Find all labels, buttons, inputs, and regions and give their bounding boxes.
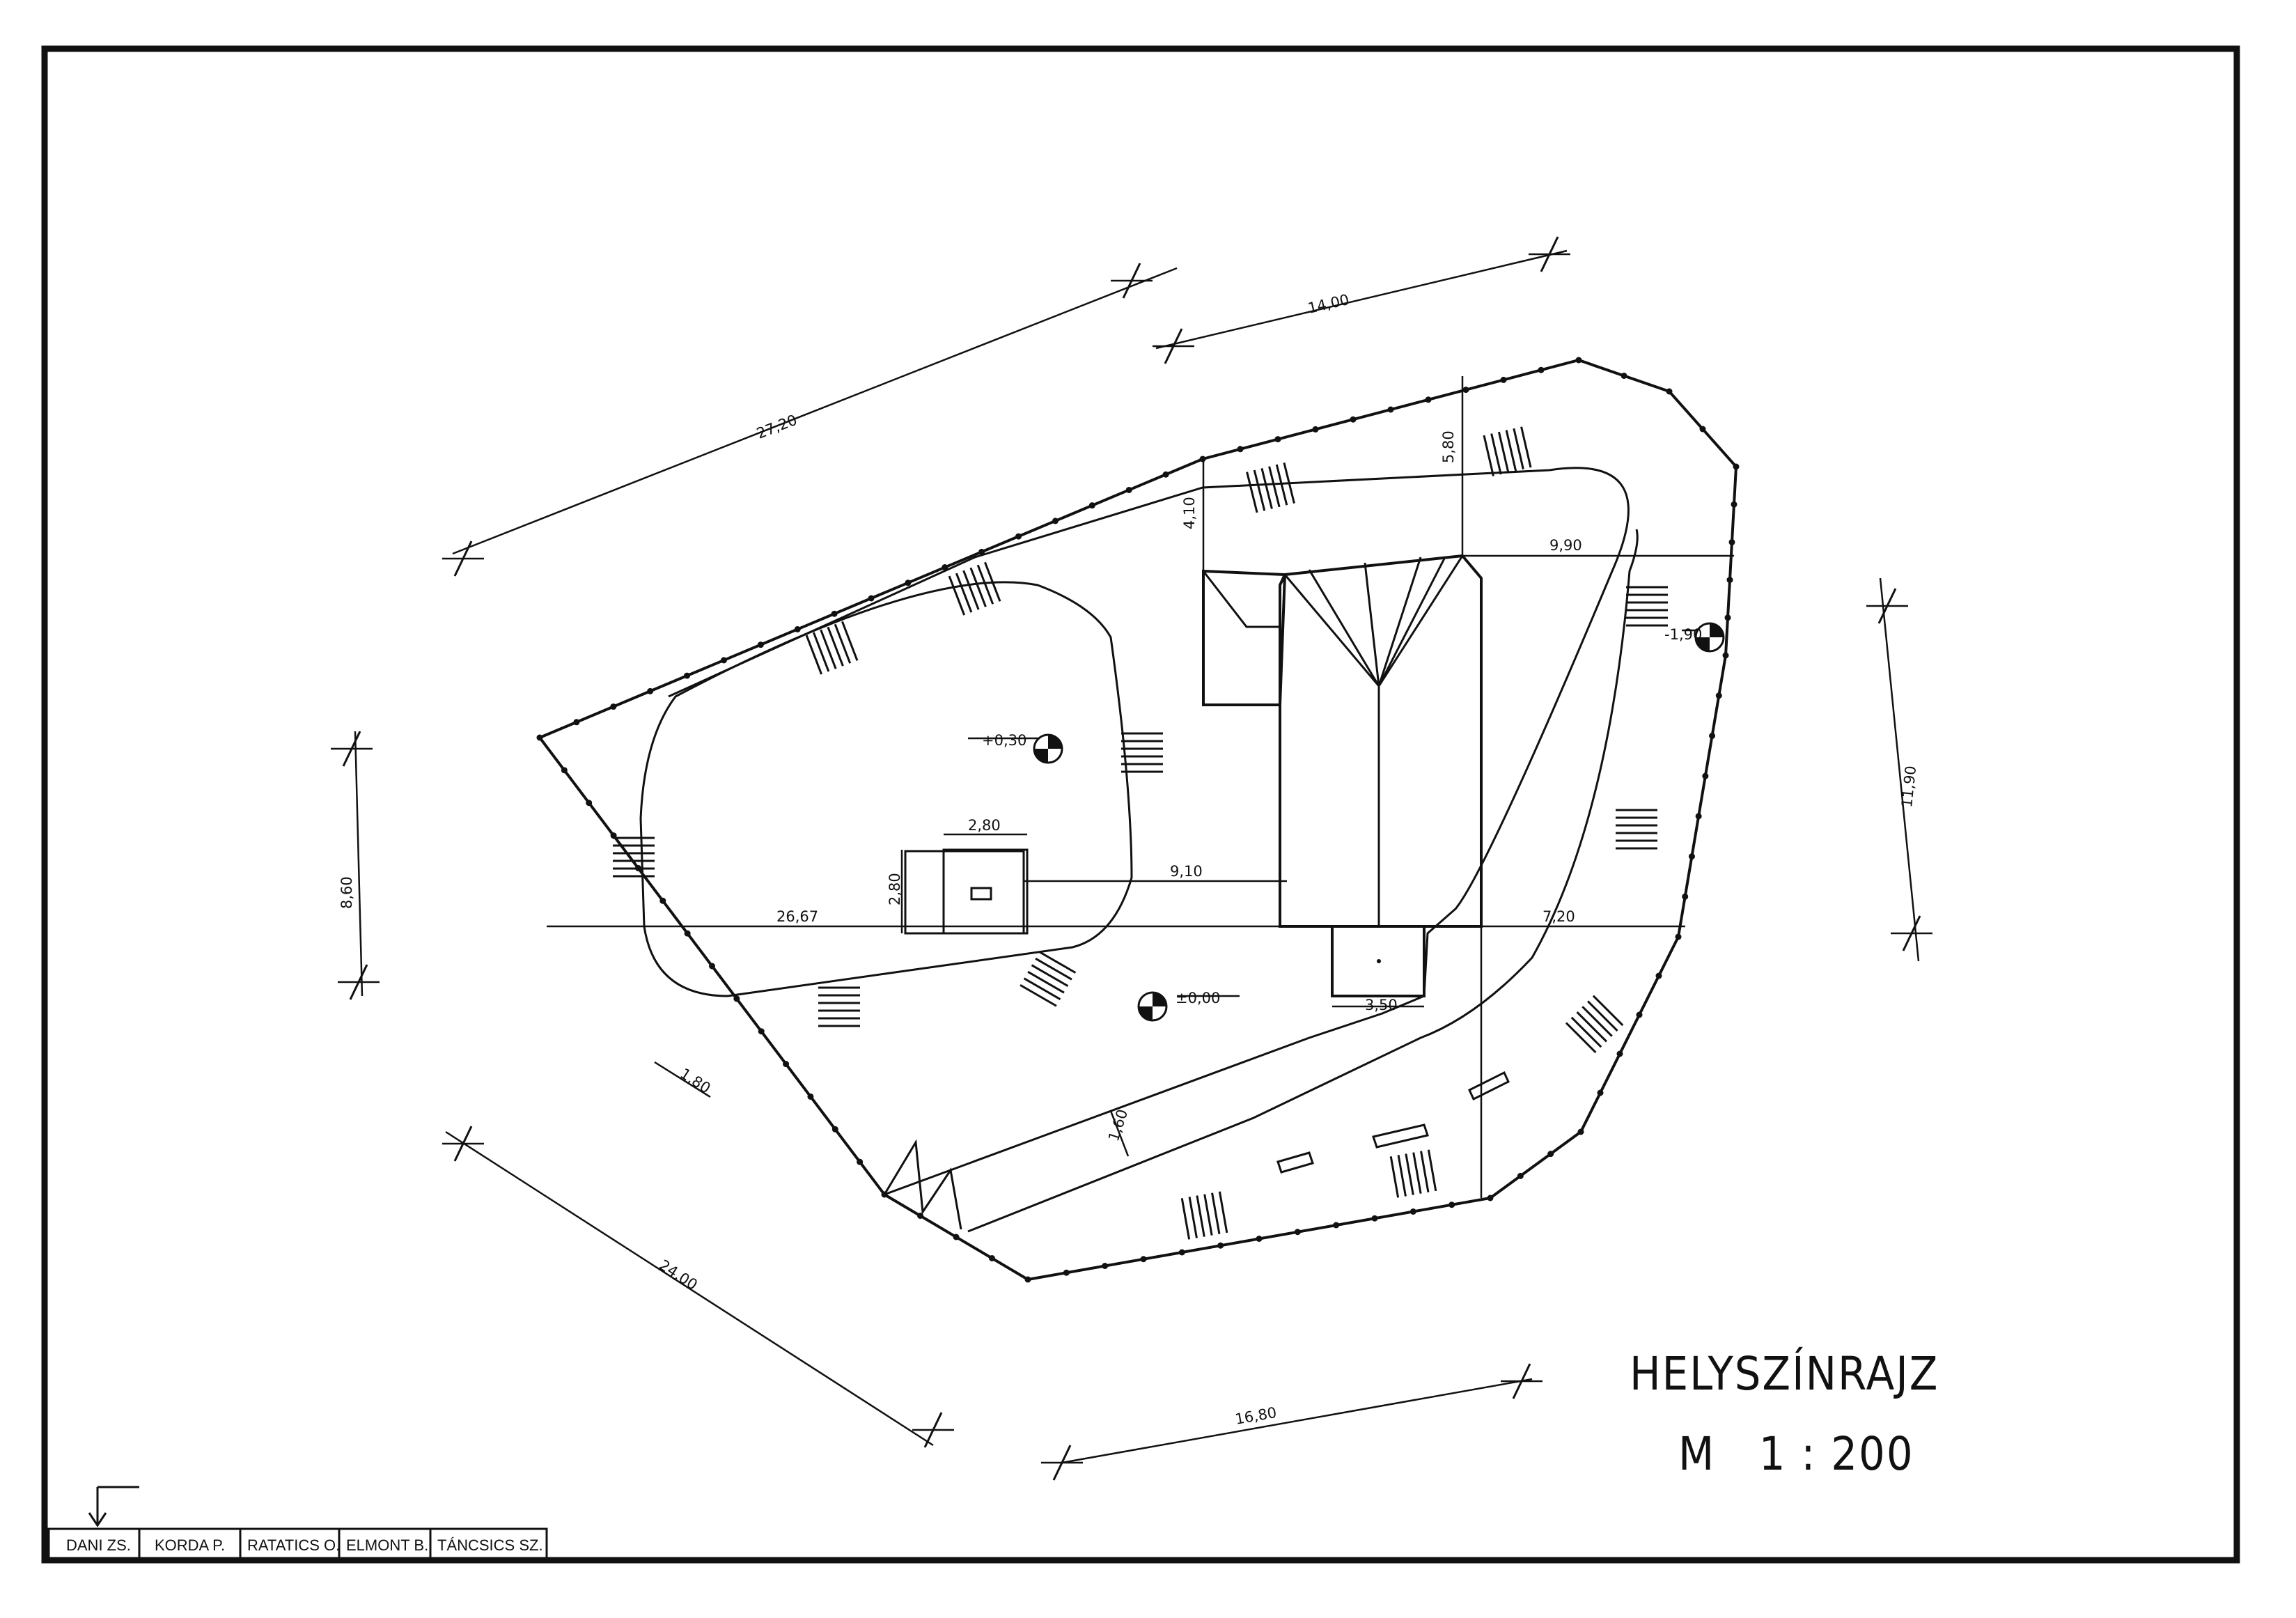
dim-2-80-h: 2,80	[968, 817, 1001, 834]
dim-7-20: 7,20	[1543, 908, 1575, 925]
path-outline-lower	[967, 529, 1639, 1233]
author-5: TÁNCSICS SZ.	[437, 1537, 543, 1554]
author-4: ELMONT B.	[346, 1537, 428, 1554]
dim-9-10: 9,10	[1170, 863, 1203, 880]
dim-14-00: 14,00	[1306, 291, 1351, 317]
dim-4-10: 4,10	[1181, 497, 1198, 529]
drawing-frame	[41, 45, 2240, 1564]
dim-27-20: 27,20	[754, 412, 799, 442]
level-label-pm-000: ±0,00	[1176, 990, 1220, 1006]
fence-posts	[536, 357, 1740, 1283]
level-marker-minus-190: -1,90	[1664, 622, 1725, 653]
dim-1-80: 1,80	[677, 1065, 713, 1097]
author-1: DANI ZS.	[66, 1537, 131, 1554]
gate	[883, 1139, 962, 1230]
dimension-ticks	[331, 236, 1932, 1481]
level-marker-pm-000: ±0,00	[1137, 990, 1220, 1022]
dim-5-80: 5,80	[1440, 430, 1457, 463]
benches	[1276, 1071, 1510, 1174]
path-outline	[668, 467, 1630, 1196]
pavilion	[904, 848, 1029, 935]
dim-2-80-v: 2,80	[887, 873, 903, 905]
author-title-block: DANI ZS. KORDA P. RATATICS O. ELMONT B. …	[47, 1486, 548, 1562]
level-marker-plus-030: +0,30	[982, 732, 1063, 764]
dimension-lines	[354, 249, 1920, 1464]
main-building	[1202, 554, 1483, 997]
lawn-area	[639, 581, 1133, 997]
author-2: KORDA P.	[155, 1537, 225, 1554]
dim-8-60: 8,60	[338, 876, 355, 909]
author-3: RATATICS O.	[247, 1537, 340, 1554]
dim-16-80: 16,80	[1234, 1404, 1278, 1428]
dim-26-67: 26,67	[776, 908, 818, 925]
dimension-labels: 27,20 14,00 4,10 5,80 9,90 11,90 8,60 2,…	[338, 291, 1919, 1428]
level-label-minus-190: -1,90	[1664, 626, 1702, 643]
dim-11-90: 11,90	[1898, 765, 1919, 808]
steps	[613, 426, 1668, 1240]
dim-3-50: 3,50	[1365, 997, 1398, 1013]
drawing-scale: M 1 : 200	[1678, 1427, 1914, 1481]
dim-9-90: 9,90	[1549, 537, 1582, 554]
drawing-title: HELYSZÍNRAJZ	[1630, 1346, 1939, 1401]
plot-boundary	[537, 358, 1738, 1282]
level-label-plus-030: +0,30	[982, 732, 1026, 749]
dim-24-00: 24,00	[656, 1257, 700, 1293]
